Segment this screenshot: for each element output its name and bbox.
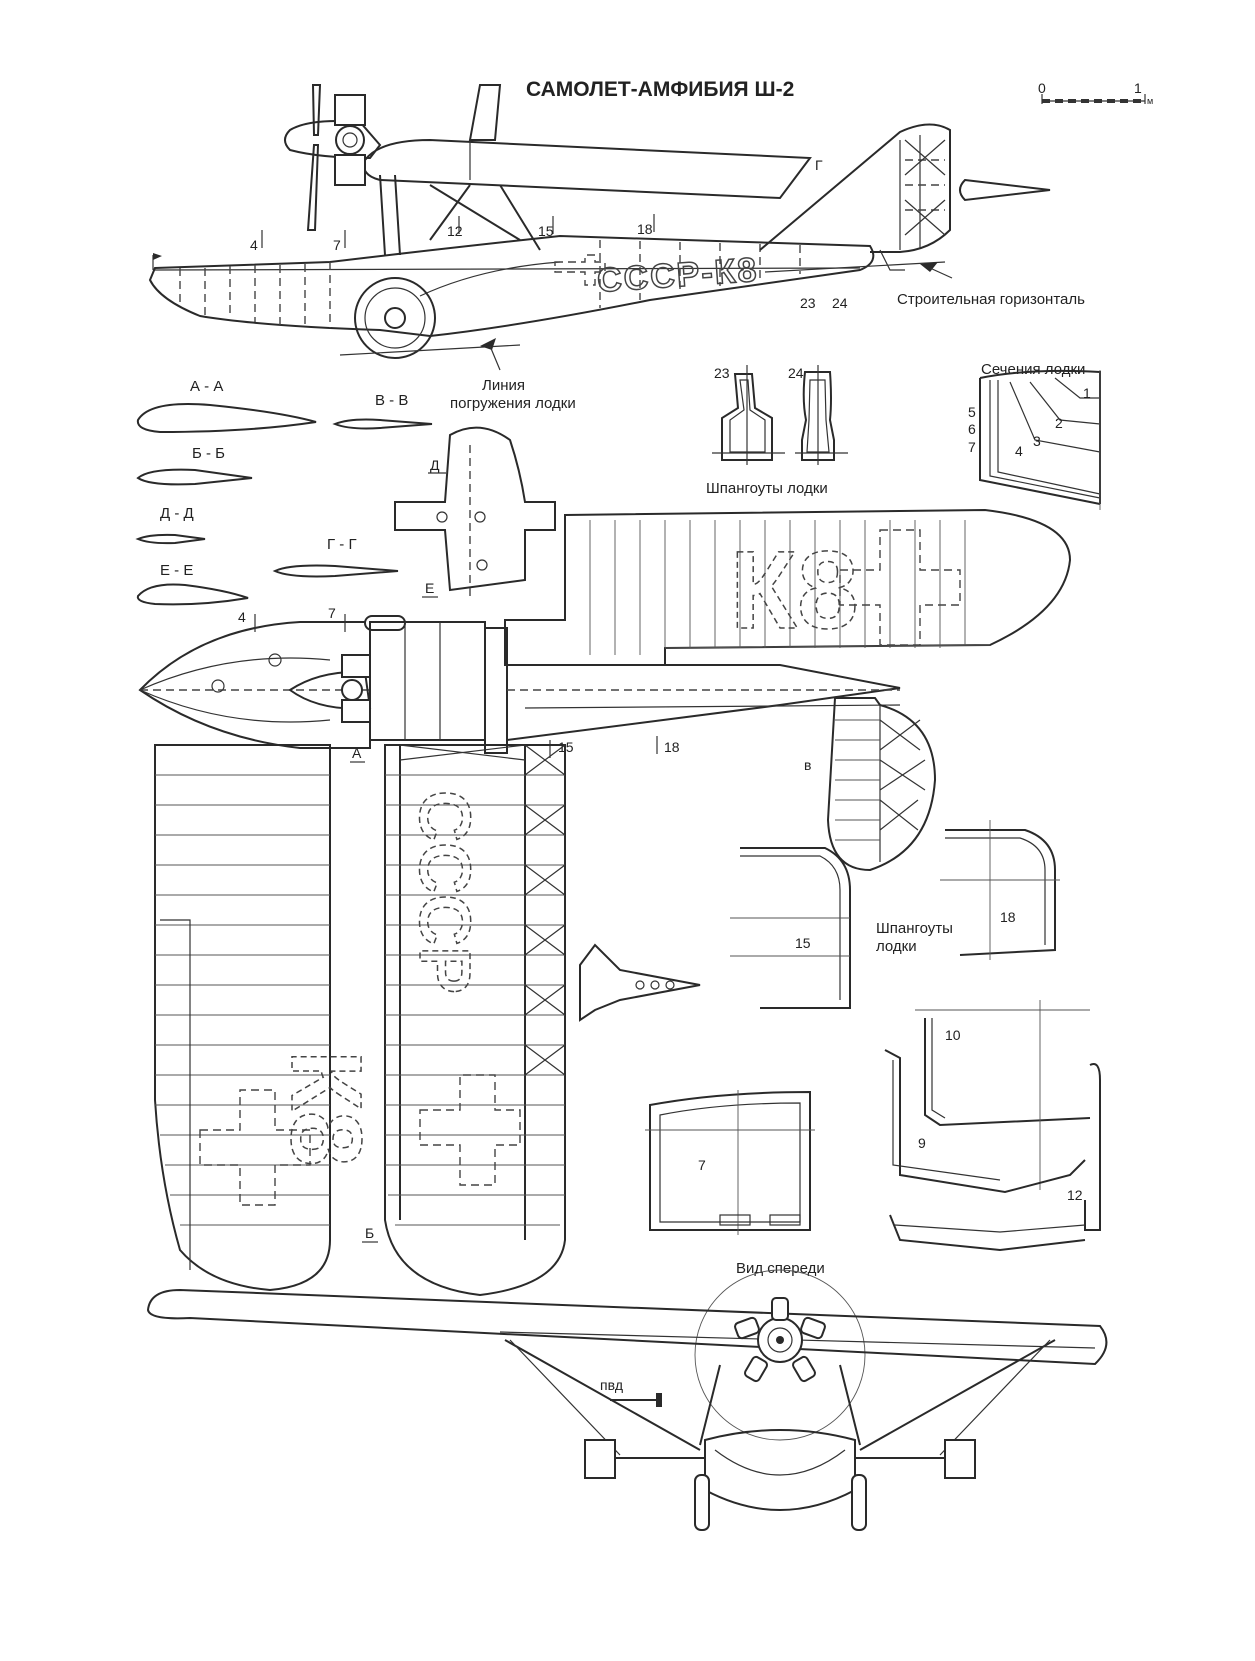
hull-sections: Сечения лодки 1 2 3 4 5 6 7	[968, 361, 1101, 510]
frames-bottom-caption-2: лодки	[876, 938, 917, 955]
section-label-dd: Д - Д	[160, 505, 194, 522]
frame-7: 7	[645, 1090, 815, 1235]
hull-section-6: 6	[968, 421, 976, 437]
side-station-18: 18	[637, 221, 653, 237]
section-label-ee: Е - Е	[160, 562, 193, 579]
construction-horizontal-label: Строительная горизонталь	[897, 291, 1085, 308]
side-section-mark-g: Г	[815, 157, 823, 173]
section-label-aa: А - А	[190, 378, 223, 395]
plan-mark-d: Д	[430, 457, 440, 473]
side-view: СССР-К8 4 7 12 15 18 23 24 Г Строительна…	[148, 84, 1085, 412]
side-station-12: 12	[447, 223, 463, 239]
side-station-24: 24	[832, 295, 848, 311]
scale-unit: м	[1147, 96, 1153, 106]
frames-9-10-12: 10 9 12	[884, 1000, 1101, 1252]
front-view: Вид спереди пвд	[146, 1260, 1108, 1531]
scale-start: 0	[1038, 80, 1046, 96]
airfoil-sections: А - А В - В Б - Б Д - Д Г - Г Е - Е	[135, 378, 433, 606]
drawing-title: САМОЛЕТ-АМФИБИЯ Ш-2	[526, 78, 794, 101]
section-label-bb: Б - Б	[192, 445, 225, 462]
plan-mark-a: А	[352, 745, 362, 761]
plan-marking-cccp-bottom: СССР	[404, 790, 484, 994]
frame-9-label: 9	[918, 1135, 926, 1151]
front-view-caption: Вид спереди	[736, 1260, 825, 1277]
frame-12-label: 12	[1067, 1187, 1083, 1203]
plan-station-4: 4	[238, 609, 246, 625]
hull-section-7: 7	[968, 439, 976, 455]
side-station-7: 7	[333, 237, 341, 253]
hull-section-5: 5	[968, 404, 976, 420]
plan-mark-e: Е	[425, 580, 434, 596]
scale-end: 1	[1134, 80, 1142, 96]
plan-mark-v: в	[804, 757, 811, 773]
section-label-vv: В - В	[375, 392, 408, 409]
frame-7-label: 7	[698, 1157, 706, 1173]
plan-station-18: 18	[664, 739, 680, 755]
side-station-23: 23	[800, 295, 816, 311]
frame-24-label: 24	[788, 365, 804, 381]
side-registration: СССР-К8	[596, 251, 760, 300]
frames-top-caption: Шпангоуты лодки	[706, 480, 828, 497]
plan-marking-k8-underside: К8	[270, 1050, 382, 1167]
hull-section-1: 1	[1083, 385, 1091, 401]
section-label-gg: Г - Г	[327, 536, 357, 553]
waterline-label-1: Линия	[482, 377, 525, 394]
hull-section-2: 2	[1055, 415, 1063, 431]
frames-bottom-caption-1: Шпангоуты	[876, 920, 953, 937]
plan-mark-b: Б	[365, 1225, 374, 1241]
pvd-label: пвд	[600, 1377, 623, 1393]
scale-bar: 0 1 м	[1038, 80, 1153, 106]
waterline-label-2: погружения лодки	[450, 395, 576, 412]
side-station-15: 15	[538, 223, 554, 239]
frame-23-label: 23	[714, 365, 730, 381]
frames-15-18: 15 18 Шпангоуты лодки	[730, 820, 1060, 1009]
frame-15-label: 15	[795, 935, 811, 951]
plan-marking-k8-top: К8	[730, 529, 858, 652]
plan-view: Д Е К8 4 7	[138, 426, 1072, 1297]
hull-section-3: 3	[1033, 433, 1041, 449]
frames-23-24: 23 24 Шпангоуты лодки	[706, 365, 848, 497]
hull-section-4: 4	[1015, 443, 1023, 459]
side-station-4: 4	[250, 237, 258, 253]
frame-10-label: 10	[945, 1027, 961, 1043]
frame-18-label: 18	[1000, 909, 1016, 925]
plan-station-7: 7	[328, 605, 336, 621]
